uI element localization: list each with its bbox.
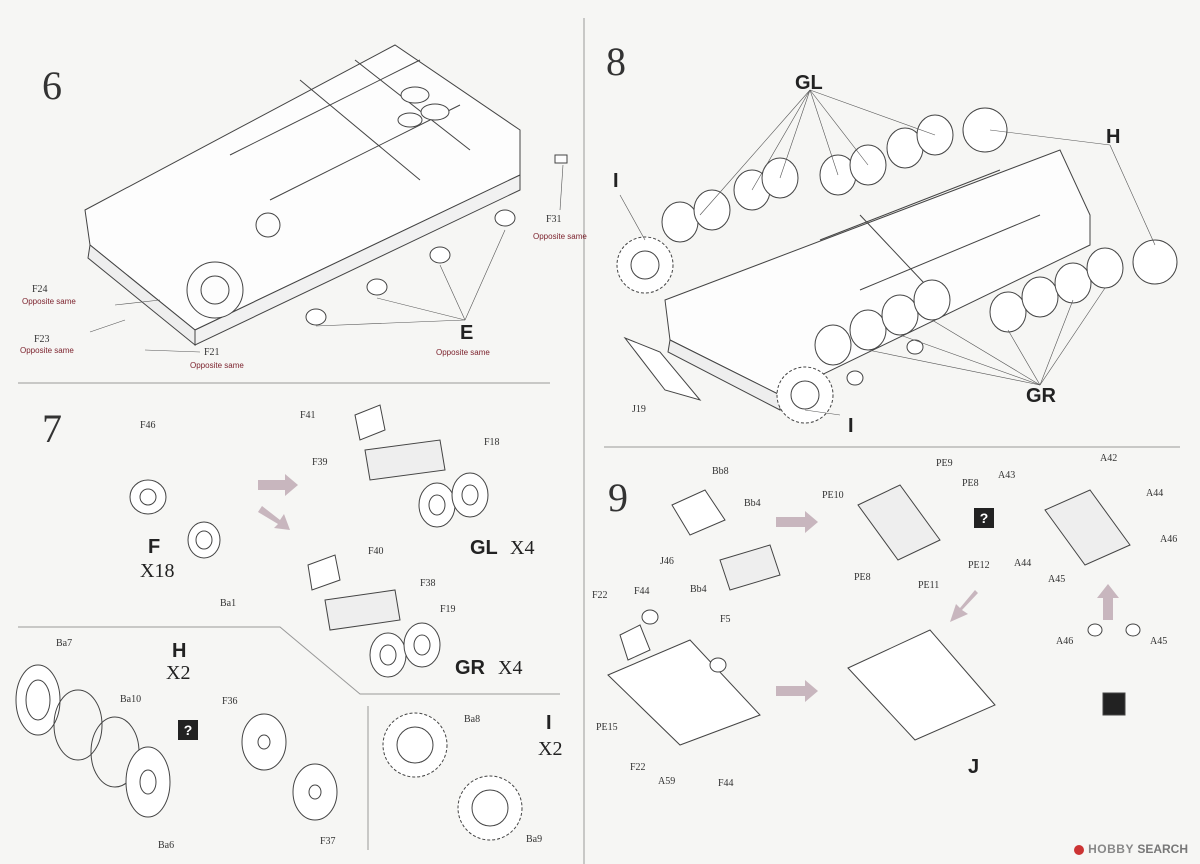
label-gr: GR (455, 657, 485, 679)
label-f21: F21 (204, 347, 220, 358)
label-bb4-a: Bb4 (744, 498, 761, 509)
label-gr-step8: GR (1026, 385, 1056, 407)
label-f5: F5 (720, 614, 731, 625)
label-f18: F18 (484, 437, 500, 448)
label-pe12: PE12 (968, 560, 990, 571)
label-f22-b: F22 (630, 762, 646, 773)
label-a46-a: A46 (1160, 534, 1178, 545)
logo-icon (1074, 844, 1085, 855)
label-ba1: Ba1 (220, 598, 237, 609)
step7-parts (15, 404, 523, 841)
label-f22-a: F22 (592, 590, 608, 601)
label-j: J (968, 756, 980, 778)
label-f41: F41 (300, 410, 316, 421)
step7-arrows (258, 474, 298, 530)
label-ba6: Ba6 (158, 840, 175, 851)
note-f21: Opposite same (190, 361, 244, 370)
label-j19: J19 (632, 404, 646, 415)
divider-step7-h (18, 626, 560, 695)
label-pe11: PE11 (918, 580, 940, 591)
question-mark-box: ? (178, 720, 198, 740)
step6-hull (84, 44, 568, 347)
note-f31: Opposite same (533, 232, 587, 241)
label-a43: A43 (998, 470, 1016, 481)
multiplier-gr: X4 (498, 657, 523, 679)
label-pe8-a: PE8 (962, 478, 979, 489)
note-f23: Opposite same (20, 346, 74, 355)
label-f31: F31 (546, 214, 562, 225)
step8-leaders (619, 89, 1156, 416)
label-f19: F19 (440, 604, 456, 615)
multiplier-i: X2 (538, 738, 563, 760)
step-number-7: 7 (42, 406, 62, 451)
label-a42: A42 (1100, 453, 1118, 464)
watermark-text: SEARCH (1137, 842, 1188, 856)
label-gl-step8: GL (795, 72, 823, 94)
step9-parts (607, 484, 1141, 746)
multiplier-h: X2 (166, 662, 191, 684)
label-f40: F40 (368, 546, 384, 557)
label-a44-a: A44 (1146, 488, 1164, 499)
label-f46: F46 (140, 420, 156, 431)
label-f38: F38 (420, 578, 436, 589)
multiplier-f: X18 (140, 560, 175, 582)
step-number-9: 9 (608, 475, 628, 520)
multiplier-gl: X4 (510, 537, 535, 559)
label-f44-b: F44 (718, 778, 734, 789)
label-ba9: Ba9 (526, 834, 543, 845)
label-i-top-step8: I (613, 170, 619, 192)
step8-hull (616, 107, 1178, 424)
label-bb8: Bb8 (712, 466, 729, 477)
label-h: H (172, 640, 187, 662)
label-ba10: Ba10 (120, 694, 142, 705)
label-f: F (148, 536, 161, 558)
label-a46-b: A46 (1056, 636, 1074, 647)
label-i-bottom-step8: I (848, 415, 854, 437)
label-ba7: Ba7 (56, 638, 73, 649)
label-a59: A59 (658, 776, 676, 787)
label-ba8: Ba8 (464, 714, 481, 725)
step-number-6: 6 (42, 63, 62, 108)
label-h-step8: H (1106, 126, 1121, 148)
label-a45-b: A45 (1150, 636, 1168, 647)
label-f36: F36 (222, 696, 238, 707)
label-pe9: PE9 (936, 458, 953, 469)
question-mark-box-step9: ? (974, 508, 994, 528)
label-pe10: PE10 (822, 490, 844, 501)
label-pe8-b: PE8 (854, 572, 871, 583)
label-i: I (546, 712, 552, 734)
hobby-search-watermark: HOBBY SEARCH (1074, 842, 1188, 856)
label-gl: GL (470, 537, 498, 559)
label-a44-b: A44 (1014, 558, 1032, 569)
label-f23: F23 (34, 334, 50, 345)
note-f24: Opposite same (22, 297, 76, 306)
label-e: E (460, 322, 474, 344)
step9-arrows (776, 511, 1119, 702)
note-e: Opposite same (436, 348, 490, 357)
label-f24: F24 (32, 284, 48, 295)
step6-leaders (89, 164, 564, 353)
label-f37: F37 (320, 836, 336, 847)
label-f39: F39 (312, 457, 328, 468)
label-pe15: PE15 (596, 722, 618, 733)
label-a45-a: A45 (1048, 574, 1066, 585)
label-f44-a: F44 (634, 586, 650, 597)
step-number-8: 8 (606, 39, 626, 84)
label-j46: J46 (660, 556, 674, 567)
watermark-brand: HOBBY (1088, 842, 1134, 856)
label-bb4-b: Bb4 (690, 584, 707, 595)
